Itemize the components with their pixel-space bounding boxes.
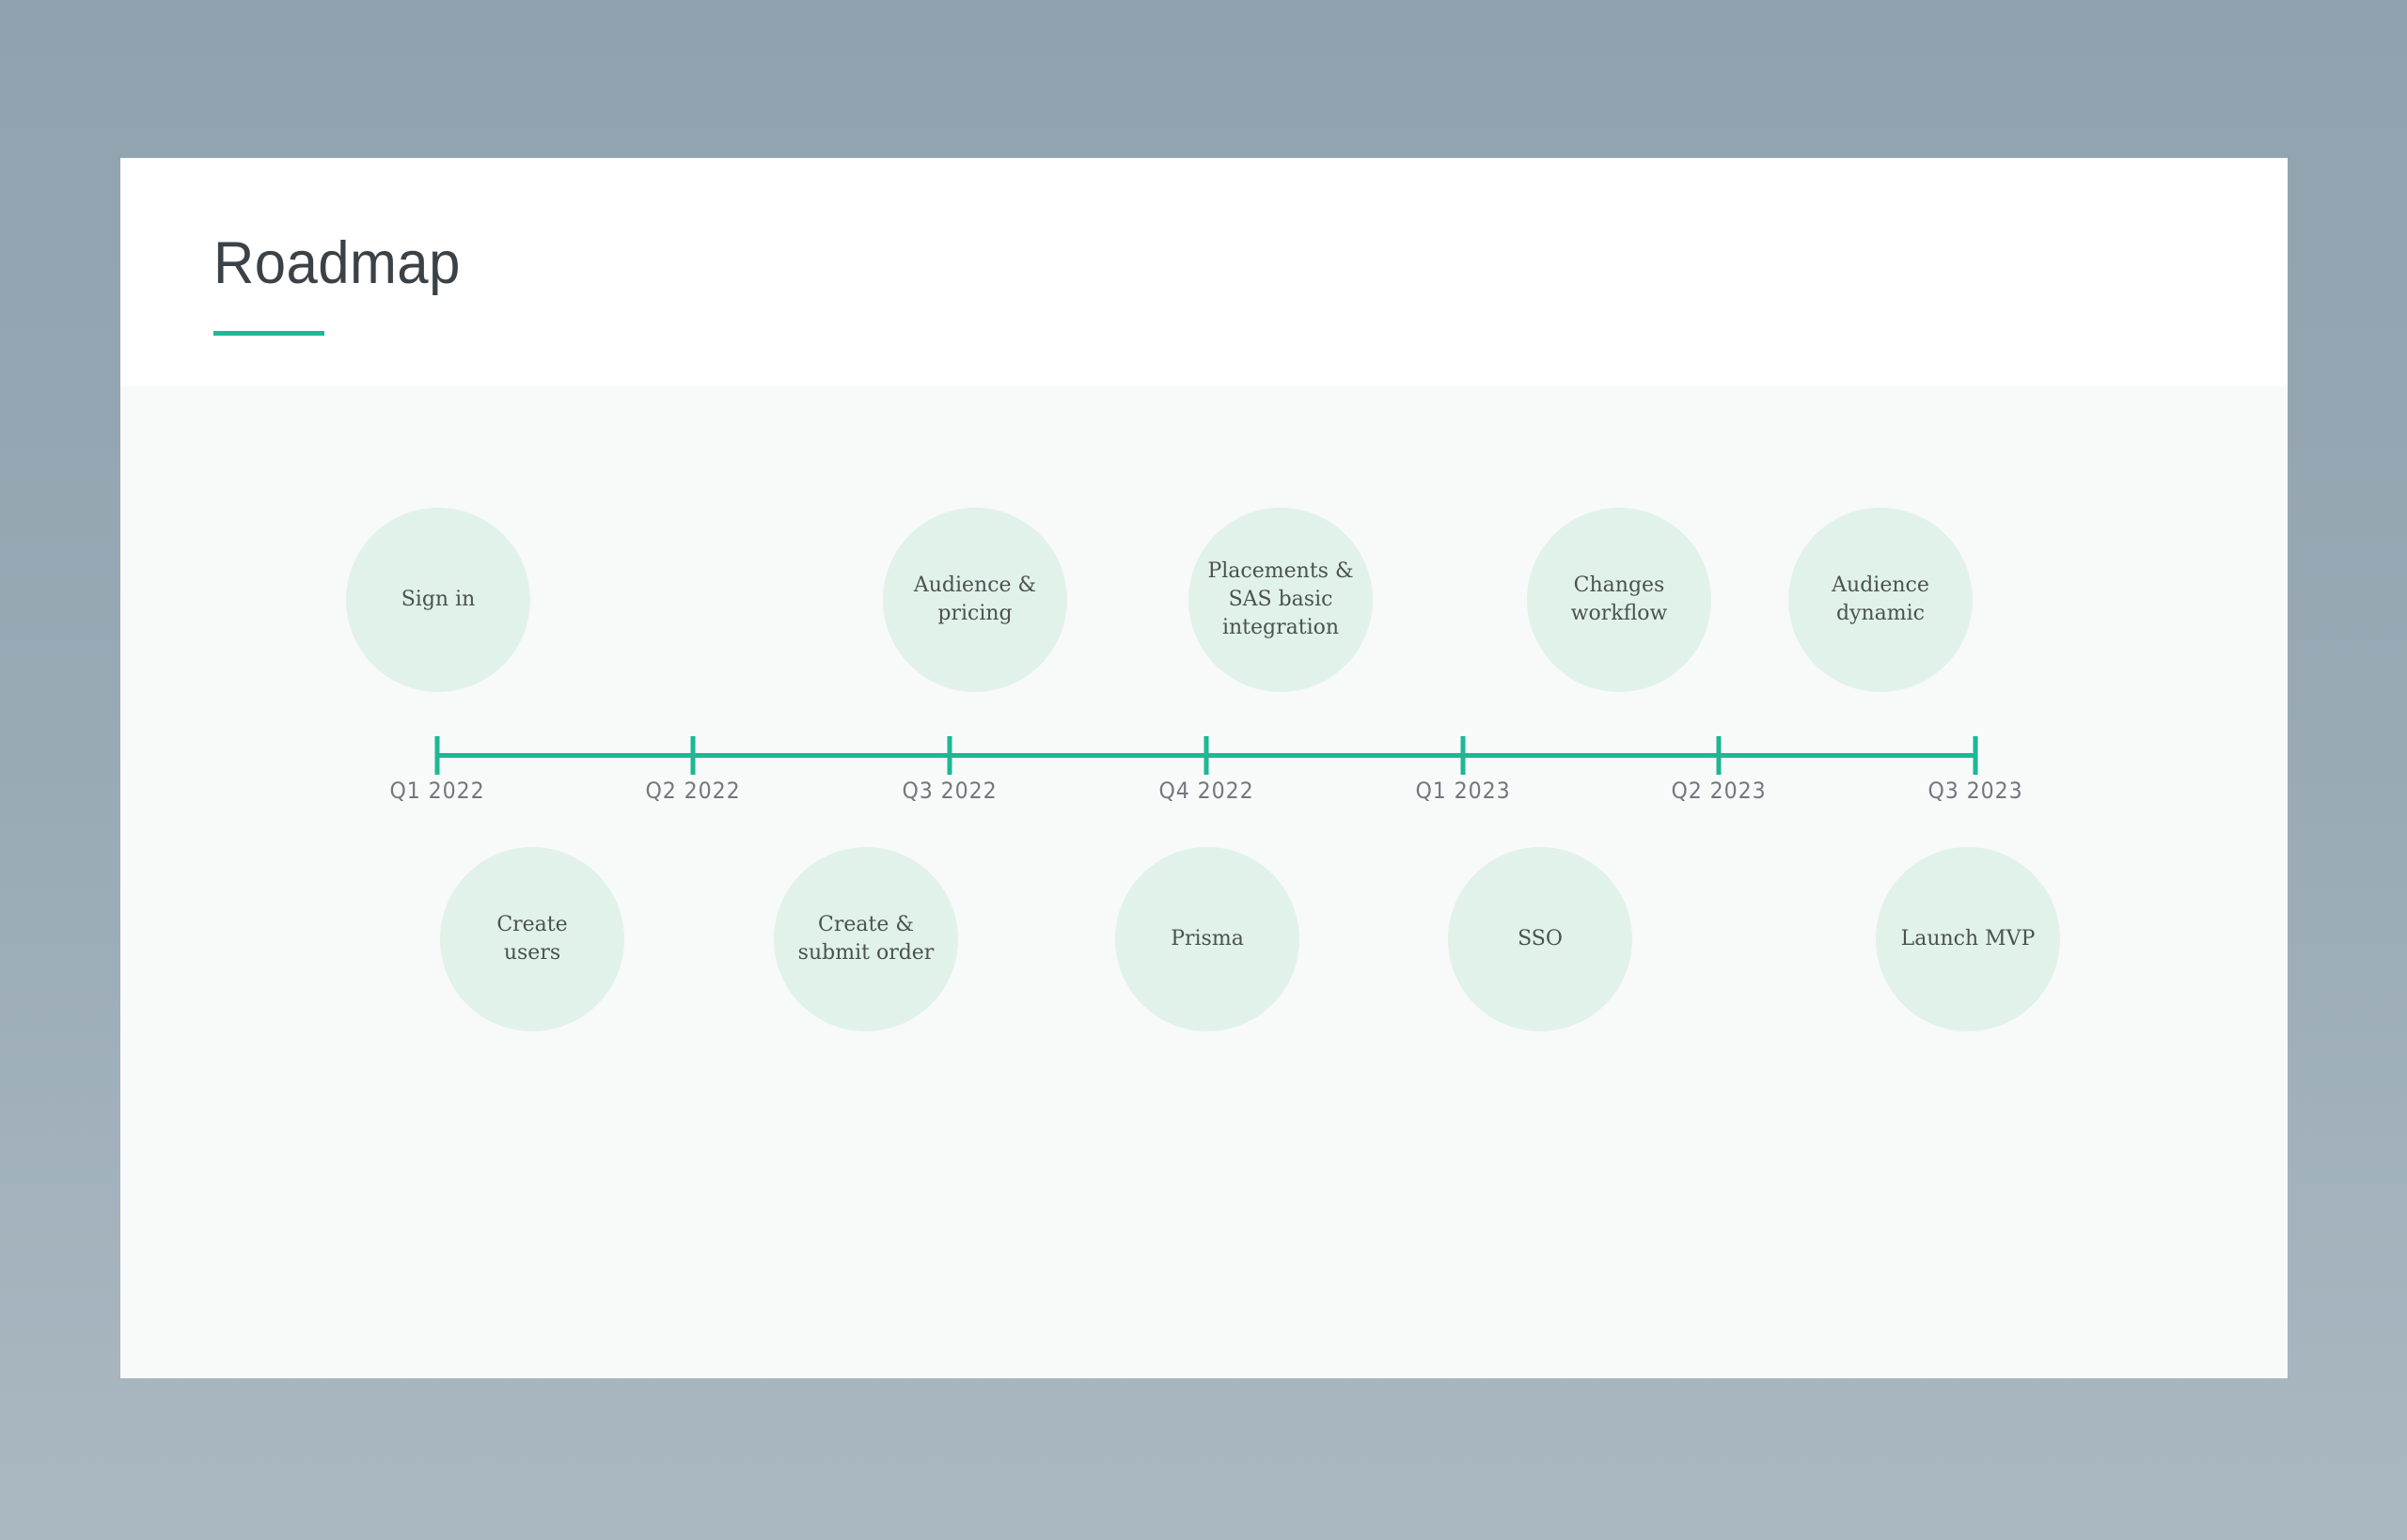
- timeline-tick-q3-2023: [1973, 736, 1978, 775]
- quarter-label-q1-2023: Q1 2023: [1415, 778, 1511, 804]
- timeline-tick-q2-2022: [690, 736, 696, 775]
- milestone-bubble-prisma: Prisma: [1115, 847, 1299, 1031]
- quarter-label-q2-2022: Q2 2022: [645, 778, 741, 804]
- milestone-label: Changes workflow: [1570, 574, 1668, 625]
- milestone-label: Sign in: [401, 588, 476, 611]
- slide-header: Roadmap: [120, 158, 2288, 386]
- milestone-bubble-changes-workflow: Changes workflow: [1527, 508, 1711, 692]
- milestone-bubble-placements-sas-integration: Placements & SAS basic integration: [1188, 508, 1373, 692]
- quarter-label-q1-2022: Q1 2022: [389, 778, 485, 804]
- timeline-tick-q3-2022: [947, 736, 952, 775]
- roadmap-slide-card: Roadmap Sign in Audience & pricing Place…: [120, 158, 2288, 1378]
- milestone-bubble-audience-dynamic: Audience dynamic: [1788, 508, 1973, 692]
- quarter-label-q2-2023: Q2 2023: [1671, 778, 1767, 804]
- timeline-tick-q2-2023: [1716, 736, 1722, 775]
- milestone-label: Create users: [496, 913, 568, 965]
- milestone-label: Prisma: [1171, 927, 1244, 951]
- timeline-tick-q1-2023: [1460, 736, 1466, 775]
- timeline-tick-q1-2022: [434, 736, 440, 775]
- quarter-label-q3-2023: Q3 2023: [1927, 778, 2023, 804]
- title-underline-accent: [213, 331, 324, 336]
- milestone-bubble-sign-in: Sign in: [346, 508, 530, 692]
- milestone-label: Audience & pricing: [913, 574, 1037, 625]
- slide-title: Roadmap: [213, 230, 461, 296]
- quarter-label-q4-2022: Q4 2022: [1158, 778, 1254, 804]
- milestone-bubble-launch-mvp: Launch MVP: [1876, 847, 2060, 1031]
- milestone-label: Launch MVP: [1900, 927, 2036, 951]
- timeline-section: Sign in Audience & pricing Placements & …: [120, 386, 2288, 1378]
- milestone-bubble-create-users: Create users: [440, 847, 624, 1031]
- milestone-bubble-sso: SSO: [1448, 847, 1632, 1031]
- milestone-label: Placements & SAS basic integration: [1207, 559, 1354, 639]
- milestone-label: Create & submit order: [797, 913, 935, 965]
- quarter-label-q3-2022: Q3 2022: [902, 778, 998, 804]
- milestone-label: Audience dynamic: [1832, 574, 1929, 625]
- milestone-label: SSO: [1518, 927, 1563, 951]
- timeline-tick-q4-2022: [1204, 736, 1209, 775]
- milestone-bubble-audience-pricing: Audience & pricing: [883, 508, 1067, 692]
- milestone-bubble-create-submit-order: Create & submit order: [774, 847, 958, 1031]
